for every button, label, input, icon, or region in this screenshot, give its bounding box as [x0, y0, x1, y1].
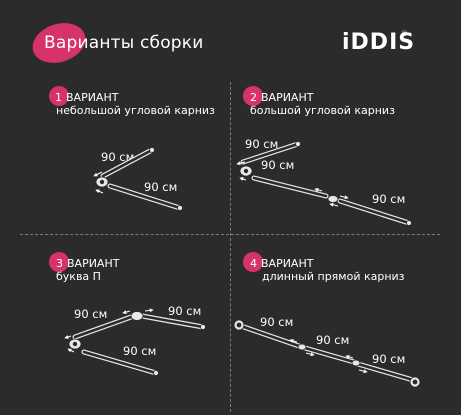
arrow-icon	[239, 177, 247, 181]
variant-2-badge	[243, 86, 263, 106]
arrow-icon	[236, 161, 246, 166]
variant-3-description: буква П	[56, 270, 101, 283]
variant-3-length-label: 90 см	[168, 304, 202, 318]
arrow-icon	[289, 338, 298, 343]
variant-4-number: 4	[250, 257, 257, 270]
wall-mount-icon	[409, 376, 421, 388]
arrow-icon	[305, 352, 315, 357]
variant-4-length-label: 90 см	[372, 352, 406, 366]
variant-1-length-label: 90 см	[144, 180, 178, 194]
variant-2-number: 2	[250, 91, 257, 104]
end-cap-icon	[295, 141, 301, 147]
end-cap-icon	[177, 205, 183, 211]
arrow-icon	[64, 335, 72, 339]
arrow-icon	[122, 310, 131, 315]
arrow-icon	[329, 202, 339, 207]
variant-2-rods	[240, 141, 412, 226]
variant-4-rods	[238, 323, 416, 383]
variant-3-length-label: 90 см	[123, 344, 157, 358]
variant-3-title: ВАРИАНТ	[67, 257, 120, 270]
page-title: Варианты сборки	[44, 33, 204, 53]
variant-3-rods	[72, 313, 206, 376]
variant-4-badge	[243, 252, 263, 272]
arrow-icon	[95, 189, 104, 194]
variant-4-length-label: 90 см	[316, 333, 350, 347]
vertical-divider	[230, 82, 231, 412]
variant-3-length-label: 90 см	[74, 307, 108, 321]
arrow-icon	[67, 348, 75, 353]
corner-connector-icon	[239, 165, 253, 177]
variant-1-length-label: 90 см	[101, 150, 135, 164]
end-cap-icon	[149, 147, 155, 153]
variant-1-number: 1	[55, 91, 62, 104]
end-cap-icon	[406, 220, 412, 226]
straight-connector-icon	[327, 195, 339, 203]
wall-mount-icon	[233, 319, 245, 331]
variant-1-rods	[100, 147, 183, 211]
arrow-icon	[339, 195, 349, 200]
corner-connector-icon	[95, 176, 109, 188]
variant-4-title: ВАРИАНТ	[261, 257, 314, 270]
straight-connector-icon	[351, 359, 361, 367]
corner-connector-icon	[130, 311, 144, 321]
arrow-icon	[358, 369, 368, 374]
variant-1-badge	[49, 86, 69, 106]
arrow-icon	[345, 354, 354, 359]
variant-2-length-label: 90 см	[372, 192, 406, 206]
variant-2-length-label: 90 см	[245, 137, 279, 151]
corner-connector-icon	[68, 338, 82, 350]
arrow-icon	[144, 308, 154, 313]
end-cap-icon	[200, 324, 206, 330]
variant-2-description: большой угловой карниз	[250, 104, 395, 117]
straight-connector-icon	[297, 343, 307, 351]
variant-4-length-label: 90 см	[260, 315, 294, 329]
arrow-icon	[314, 187, 323, 192]
variant-3-badge	[49, 252, 69, 272]
variant-1-description: небольшой угловой карниз	[56, 104, 215, 117]
variant-3-number: 3	[56, 257, 63, 270]
variant-2-title: ВАРИАНТ	[261, 91, 314, 104]
end-cap-icon	[153, 370, 159, 376]
variant-2-length-label: 90 см	[261, 158, 295, 172]
arrow-icon	[93, 171, 103, 177]
brand-registered-mark: ®	[401, 30, 408, 38]
variant-4-description: длинный прямой карниз	[262, 270, 405, 283]
variant-1-title: ВАРИАНТ	[66, 91, 119, 104]
brand-logo: iDDIS	[342, 30, 416, 55]
